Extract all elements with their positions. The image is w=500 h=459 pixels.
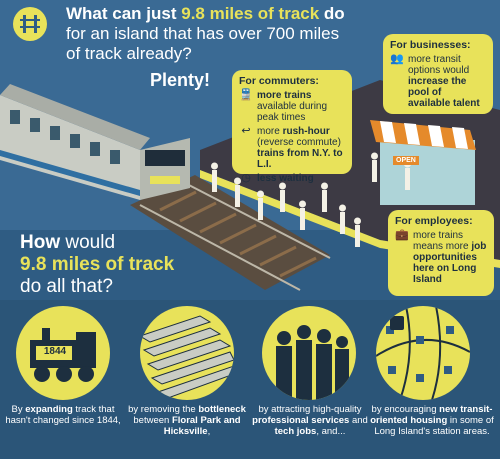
storefront — [370, 120, 476, 205]
businesses-heading: For businesses: — [390, 39, 471, 51]
people-icon: 👥 — [390, 53, 404, 65]
locomotive-circle: 1844 — [16, 306, 110, 400]
plenty-text: Plenty! — [150, 70, 211, 90]
commuter-figures — [211, 152, 411, 247]
caption-housing: by encouraging new transit-oriented hous… — [370, 404, 494, 437]
steam-locomotive-icon — [30, 328, 96, 382]
commuters-callout: For commuters: 🚆 more trains available d… — [232, 70, 352, 184]
year-badge: 1844 — [43, 346, 67, 357]
clock-icon: ◷ — [241, 172, 251, 184]
train-track-icon — [12, 6, 58, 42]
briefcase-icon: 💼 — [395, 229, 409, 241]
railyard-circle — [140, 306, 234, 400]
caption-expanding: By expanding track that hasn't changed s… — [5, 404, 121, 426]
professionals-circle — [262, 306, 356, 400]
professionals-icon — [276, 325, 349, 400]
employees-heading: For employees: — [395, 215, 473, 227]
page-title: What can just 9.8 miles of track do for … — [66, 4, 345, 63]
employees-callout: For employees: 💼 more trains means more … — [388, 210, 494, 296]
housing-circle — [376, 306, 470, 400]
how-heading: How would 9.8 miles of track do all that… — [20, 232, 175, 297]
caption-professionals: by attracting high-quality professional … — [252, 404, 368, 437]
railyard-icon — [140, 315, 234, 399]
businesses-callout: For businesses: 👥 more transit options w… — [383, 34, 493, 114]
housing-map-icon — [376, 306, 470, 400]
return-arrow-icon: ↩ — [241, 125, 251, 137]
commuters-heading: For commuters: — [239, 75, 319, 87]
open-sign: OPEN — [393, 156, 419, 165]
train-icon: 🚆 — [239, 89, 253, 101]
caption-bottleneck: by removing the bottleneck between Flora… — [128, 404, 246, 437]
train — [0, 84, 190, 200]
railroad-track — [130, 175, 331, 291]
